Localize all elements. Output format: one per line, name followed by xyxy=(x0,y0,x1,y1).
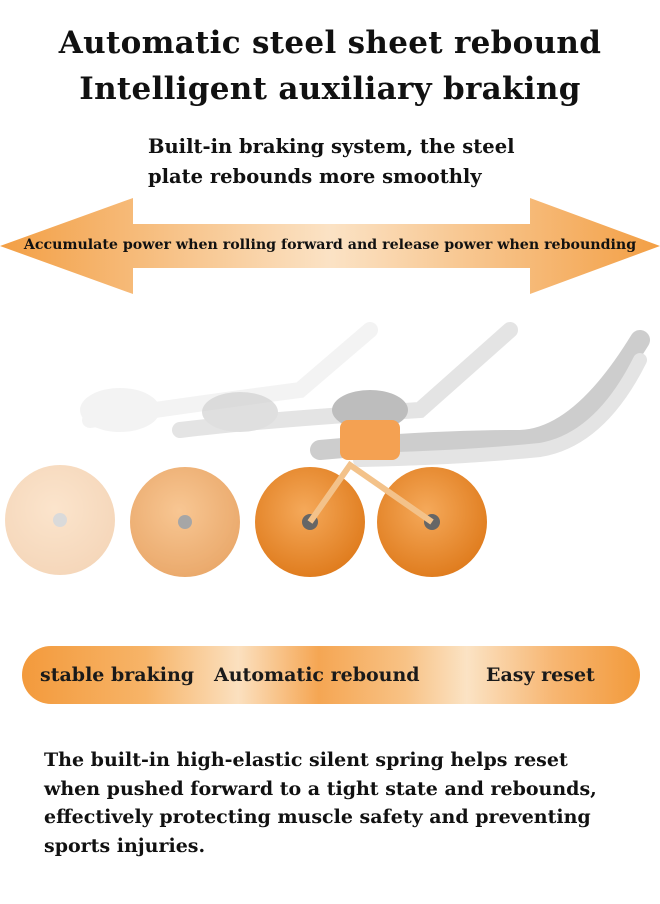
headline-line-1: Automatic steel sheet rebound xyxy=(58,25,602,61)
ab-roller-illustration xyxy=(5,322,650,577)
ghost-roller-back xyxy=(5,322,378,575)
feature-easy-reset: Easy reset xyxy=(486,664,595,686)
description-line-3: effectively protecting muscle safety and… xyxy=(44,806,591,828)
feature-automatic-rebound: Automatic rebound xyxy=(214,664,420,686)
double-arrow-icon xyxy=(0,198,660,294)
headline-line-2: Intelligent auxiliary braking xyxy=(79,71,581,107)
subheadline-line-1: Built-in braking system, the steel xyxy=(148,135,515,158)
headline: Automatic steel sheet rebound Intelligen… xyxy=(0,20,660,112)
subheadline-line-2: plate rebounds more smoothly xyxy=(148,165,482,188)
subheadline: Built-in braking system, the steel plate… xyxy=(148,132,568,192)
arrow-caption: Accumulate power when rolling forward an… xyxy=(23,237,637,253)
description-line-1: The built-in high-elastic silent spring … xyxy=(44,749,568,771)
main-roller xyxy=(255,330,650,577)
ghost-roller-middle xyxy=(130,322,518,577)
description: The built-in high-elastic silent spring … xyxy=(44,746,644,860)
feature-stable-braking: stable braking xyxy=(40,664,195,686)
double-arrow-graphic xyxy=(0,198,660,294)
description-line-2: when pushed forward to a tight state and… xyxy=(44,777,597,800)
description-line-4: sports injuries. xyxy=(44,834,206,857)
feature-banner: stable braking Automatic rebound Easy re… xyxy=(22,646,640,704)
